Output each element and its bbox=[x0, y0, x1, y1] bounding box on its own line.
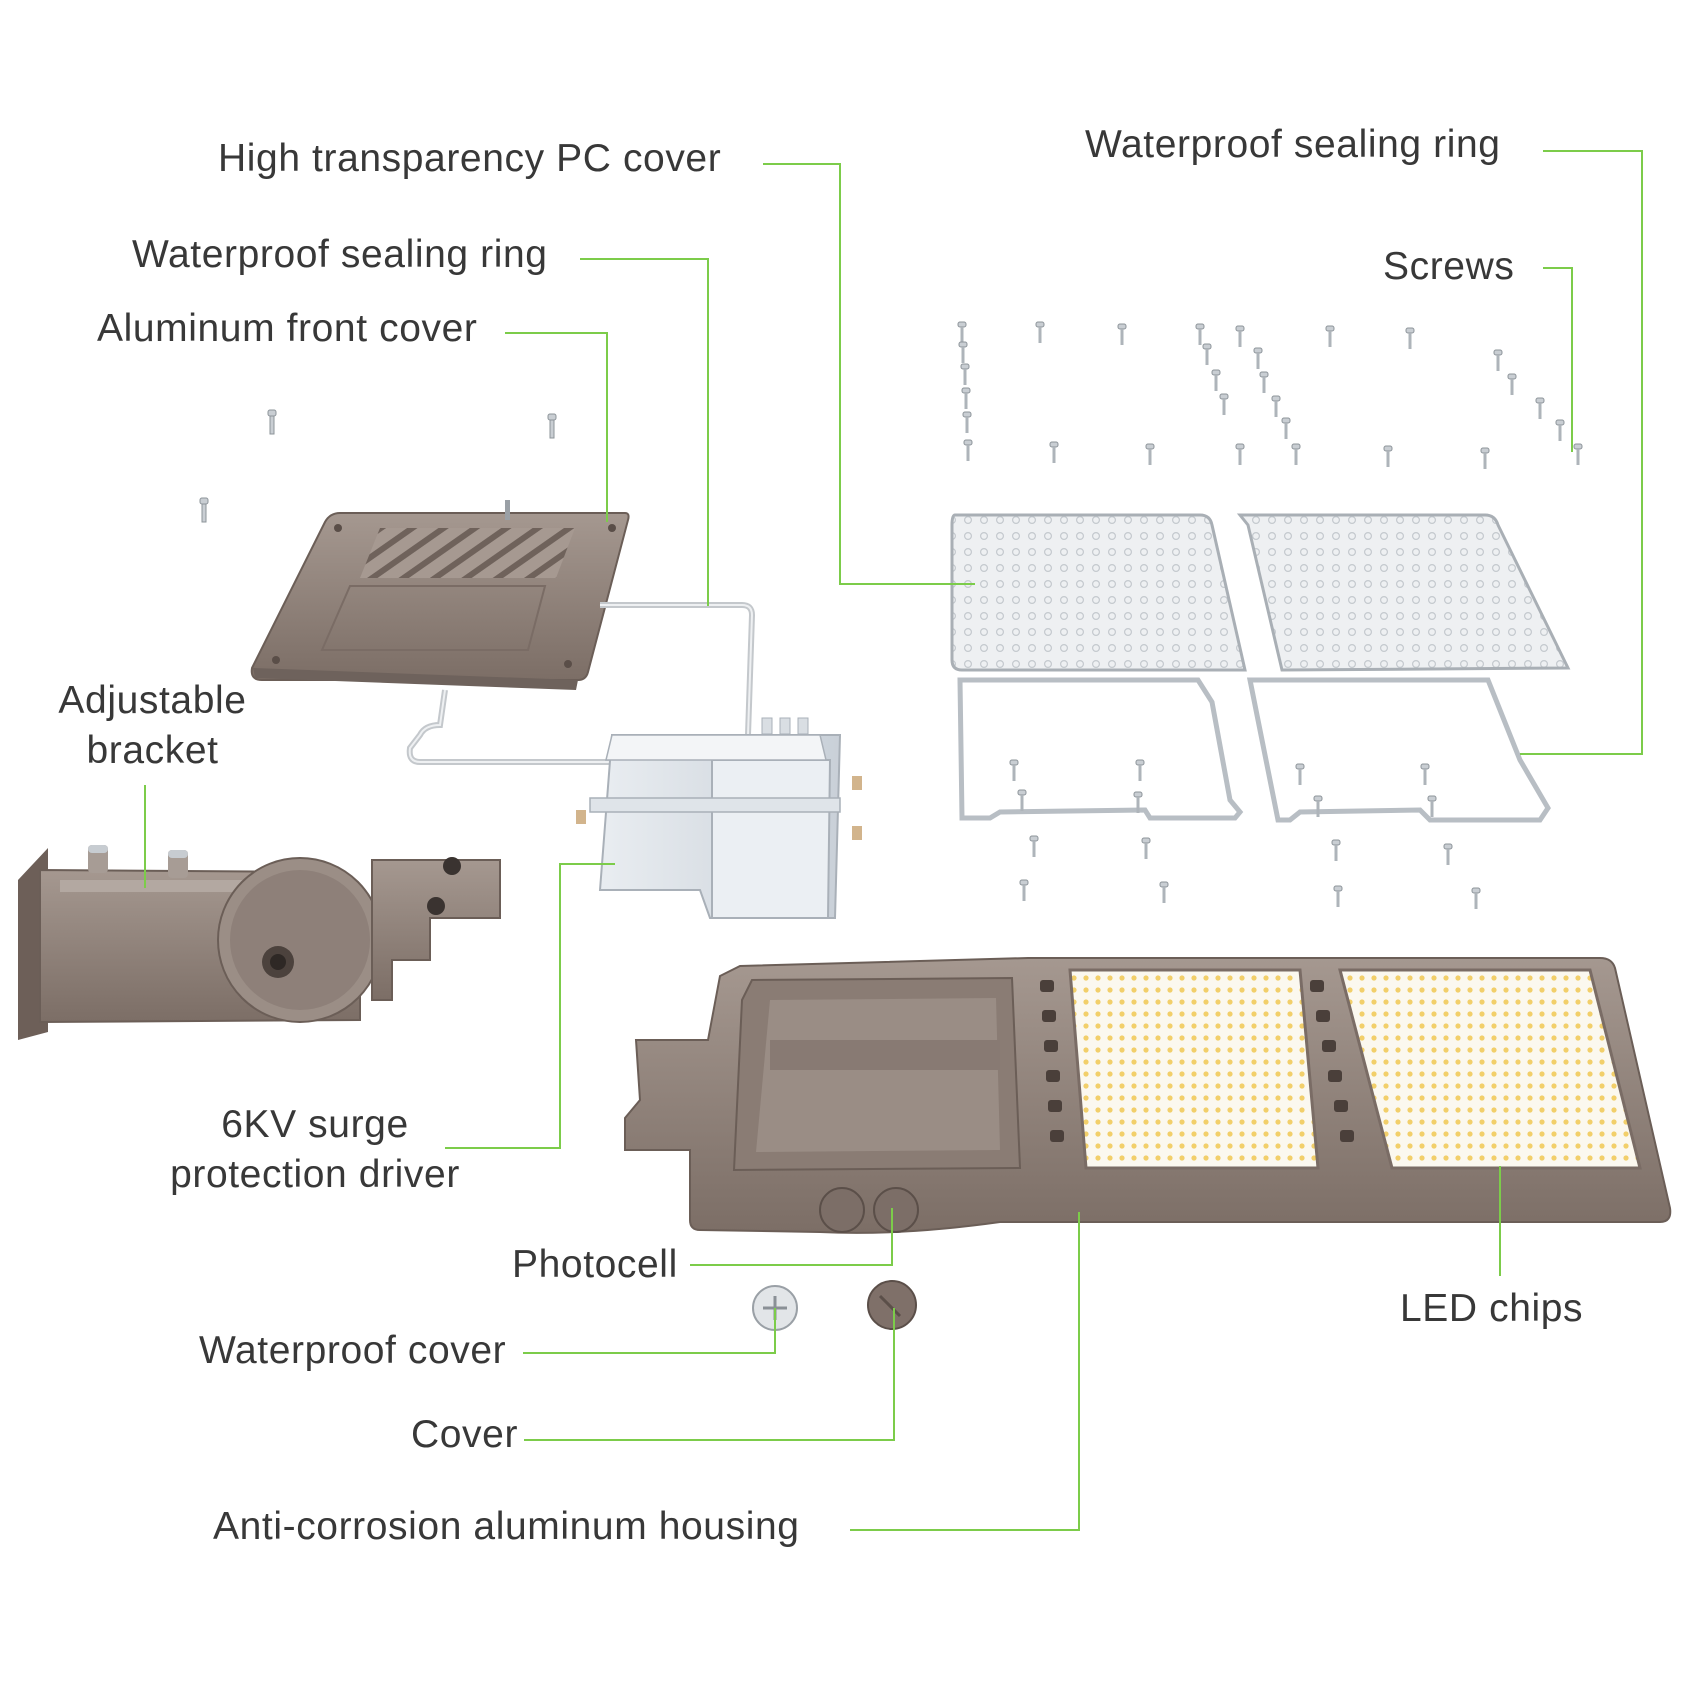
screw-icon bbox=[1555, 419, 1565, 441]
label-photocell: Photocell bbox=[512, 1243, 678, 1286]
label-bracket-line2: bracket bbox=[86, 729, 219, 772]
leader-seal-right bbox=[1520, 150, 1643, 755]
screw-icon bbox=[1427, 795, 1437, 817]
cover-part bbox=[867, 1280, 917, 1330]
label-screws: Screws bbox=[1383, 245, 1515, 288]
screw-icon bbox=[1405, 327, 1415, 349]
label-surge-line2: protection driver bbox=[170, 1153, 460, 1196]
housing-part bbox=[624, 957, 1672, 1234]
label-front-cover: Aluminum front cover bbox=[97, 307, 478, 350]
label-surge-line1: 6KV surge bbox=[221, 1103, 409, 1146]
label-led-chips: LED chips bbox=[1400, 1287, 1584, 1330]
screw-icon bbox=[1253, 347, 1263, 369]
screw-icon bbox=[961, 387, 971, 409]
label-pc-cover: High transparency PC cover bbox=[218, 137, 722, 180]
screw-icon bbox=[1202, 343, 1212, 365]
screw-icon bbox=[1009, 759, 1019, 781]
screw-icon bbox=[1259, 371, 1269, 393]
leader-lines bbox=[144, 150, 1643, 1531]
screw-icon bbox=[1029, 835, 1039, 857]
label-waterproof-cover: Waterproof cover bbox=[199, 1329, 507, 1372]
leader-seal-left bbox=[580, 258, 709, 606]
screw-icon bbox=[1420, 763, 1430, 785]
screw-icon bbox=[1471, 887, 1481, 909]
screw-icon bbox=[1573, 443, 1583, 465]
waterproof-sealing-ring-left-part bbox=[406, 602, 756, 778]
leader-screws bbox=[1543, 267, 1573, 452]
screw-icon bbox=[962, 411, 972, 433]
screw-icon bbox=[1493, 349, 1503, 371]
screw-icon bbox=[1291, 443, 1301, 465]
screw-icon bbox=[1235, 325, 1245, 347]
leader-cover bbox=[524, 1308, 895, 1441]
screw-field bbox=[957, 321, 1583, 909]
screw-icon bbox=[1535, 397, 1545, 419]
waterproof-sealing-ring-right-part bbox=[957, 677, 1551, 823]
screw-icon bbox=[1281, 417, 1291, 439]
leader-housing bbox=[850, 1212, 1080, 1531]
label-seal-ring-right: Waterproof sealing ring bbox=[1085, 123, 1501, 166]
screw-icon bbox=[1195, 323, 1205, 345]
screw-icon bbox=[1295, 763, 1305, 785]
leader-surge bbox=[445, 863, 615, 1149]
leader-pc-cover bbox=[763, 163, 975, 585]
screw-icon bbox=[1325, 325, 1335, 347]
screw-icon bbox=[960, 363, 970, 385]
screw-icon bbox=[1159, 881, 1169, 903]
leader-waterproof-cover bbox=[523, 1308, 776, 1354]
screw-icon bbox=[1219, 393, 1229, 415]
adjustable-bracket-part bbox=[18, 845, 501, 1040]
screw-icon bbox=[963, 439, 973, 461]
screw-icon bbox=[1133, 791, 1143, 813]
screw-icon bbox=[958, 341, 968, 363]
screw-icon bbox=[1383, 445, 1393, 467]
front-cover-screws bbox=[199, 409, 557, 523]
screw-icon bbox=[1017, 789, 1027, 811]
label-bracket-line1: Adjustable bbox=[58, 679, 247, 722]
screw-icon bbox=[1141, 837, 1151, 859]
screw-icon bbox=[1211, 369, 1221, 391]
screw-icon bbox=[1313, 795, 1323, 817]
screw-icon bbox=[1271, 395, 1281, 417]
screw-icon bbox=[1145, 443, 1155, 465]
screw-icon bbox=[957, 321, 967, 343]
screw-icon bbox=[1480, 447, 1490, 469]
screw-icon bbox=[1019, 879, 1029, 901]
label-housing: Anti-corrosion aluminum housing bbox=[213, 1505, 800, 1548]
label-seal-ring-left: Waterproof sealing ring bbox=[132, 233, 548, 276]
aluminum-front-cover-part bbox=[250, 500, 630, 690]
pc-lens-cover-part bbox=[950, 513, 1571, 672]
leader-front-cover bbox=[505, 332, 608, 522]
screw-icon bbox=[1117, 323, 1127, 345]
screw-icon bbox=[1235, 443, 1245, 465]
screw-icon bbox=[1333, 885, 1343, 907]
surge-driver-part bbox=[576, 717, 862, 919]
screw-icon bbox=[1035, 321, 1045, 343]
screw-icon bbox=[1443, 843, 1453, 865]
leader-photocell bbox=[690, 1208, 893, 1266]
label-cover: Cover bbox=[411, 1413, 519, 1456]
screw-icon bbox=[1135, 759, 1145, 781]
screw-icon bbox=[1507, 373, 1517, 395]
screw-icon bbox=[1331, 839, 1341, 861]
screw-icon bbox=[1049, 441, 1059, 463]
